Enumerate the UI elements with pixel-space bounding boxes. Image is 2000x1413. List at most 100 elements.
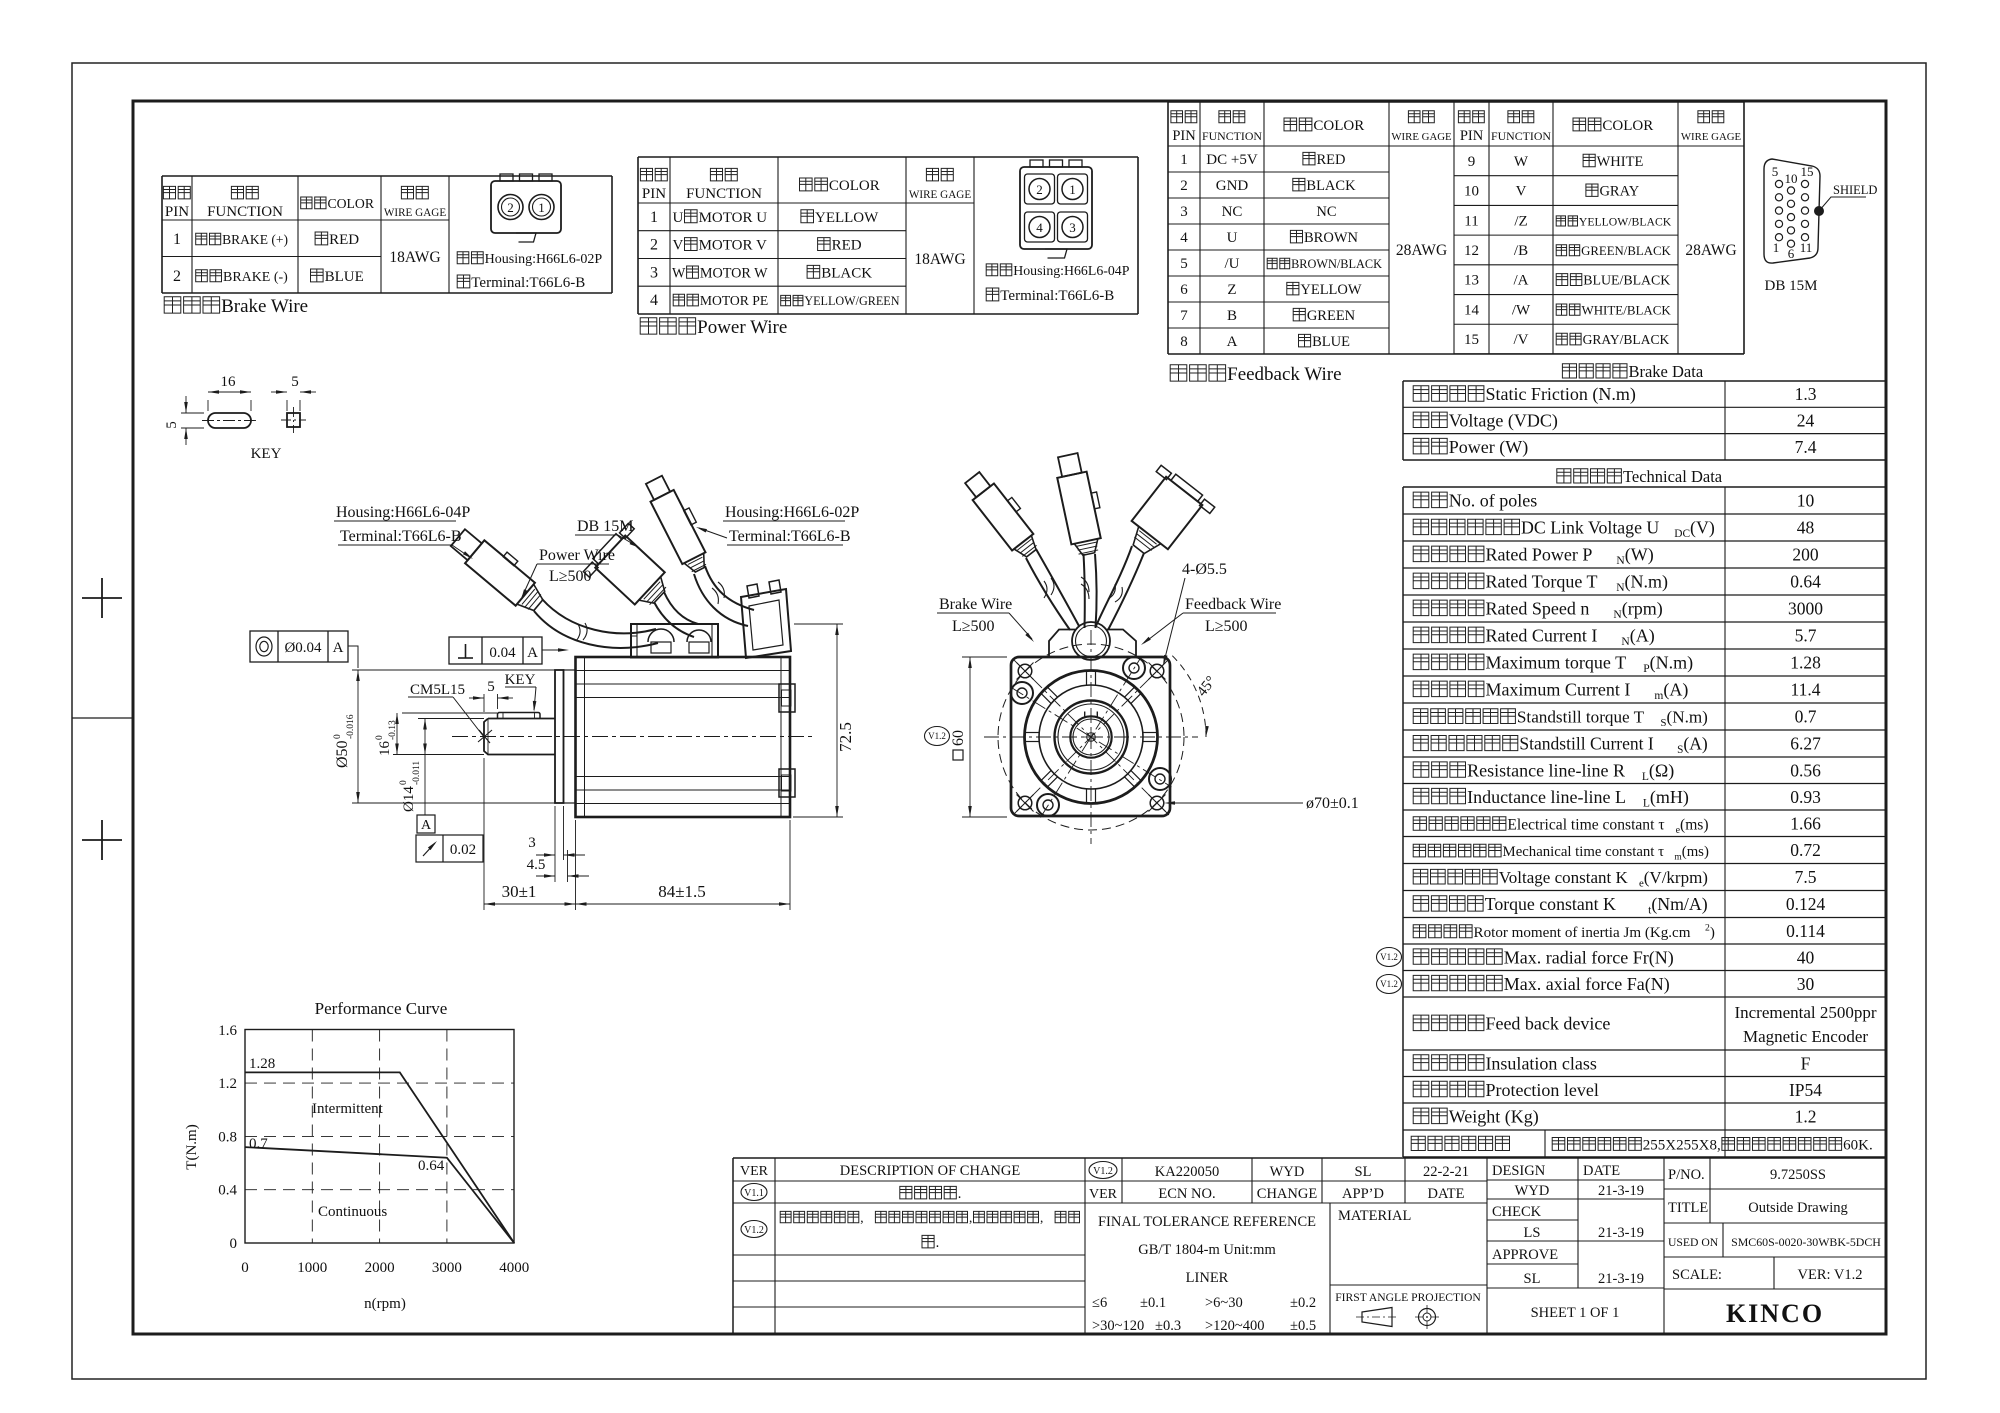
svg-text:±0.5: ±0.5 xyxy=(1290,1318,1316,1334)
svg-text:Terminal:T66L6-B: Terminal:T66L6-B xyxy=(471,275,585,291)
svg-text:e: e xyxy=(1639,878,1644,890)
svg-text:.: . xyxy=(936,1235,940,1251)
svg-text:1000: 1000 xyxy=(297,1260,327,1276)
svg-text:13: 13 xyxy=(1464,273,1479,289)
svg-text:Continuous: Continuous xyxy=(318,1204,387,1220)
svg-text:KEY: KEY xyxy=(251,446,282,462)
svg-text:(mH): (mH) xyxy=(1650,787,1689,808)
svg-text:N: N xyxy=(1616,582,1625,594)
svg-text:Max. axial force Fa(N): Max. axial force Fa(N) xyxy=(1504,974,1670,995)
svg-text:4: 4 xyxy=(650,292,658,309)
svg-text:0.124: 0.124 xyxy=(1786,894,1826,914)
svg-text:1.2: 1.2 xyxy=(218,1076,237,1092)
svg-text:18AWG: 18AWG xyxy=(914,251,965,268)
svg-text:Weight (Kg): Weight (Kg) xyxy=(1449,1107,1539,1128)
svg-text:3: 3 xyxy=(528,835,536,851)
svg-text:RED: RED xyxy=(1316,152,1345,168)
svg-text:N: N xyxy=(1616,555,1625,567)
svg-text:Static Friction (N.m): Static Friction (N.m) xyxy=(1485,384,1635,405)
svg-text:VER: V1.2: VER: V1.2 xyxy=(1798,1267,1863,1283)
svg-text:0.04: 0.04 xyxy=(489,645,516,661)
svg-text:21-3-19: 21-3-19 xyxy=(1598,1271,1644,1287)
svg-text:Housing:H66L6-04P: Housing:H66L6-04P xyxy=(336,504,470,521)
svg-text:±0.3: ±0.3 xyxy=(1155,1318,1181,1334)
svg-text:/B: /B xyxy=(1514,243,1528,259)
svg-text:2: 2 xyxy=(173,268,181,285)
svg-text:-0.016: -0.016 xyxy=(346,714,356,739)
svg-text:Terminal:T66L6-B: Terminal:T66L6-B xyxy=(340,528,462,545)
svg-text:0.02: 0.02 xyxy=(450,842,476,858)
svg-text:BLUE/BLACK: BLUE/BLACK xyxy=(1583,274,1670,289)
svg-text:Housing:H66L6-04P: Housing:H66L6-04P xyxy=(1013,263,1129,278)
svg-text:5: 5 xyxy=(487,679,495,695)
svg-text:(A): (A) xyxy=(1630,626,1655,647)
svg-text:Maximum torque T: Maximum torque T xyxy=(1485,653,1626,673)
svg-text:5: 5 xyxy=(164,421,180,429)
svg-text:Rated Current I: Rated Current I xyxy=(1485,626,1597,646)
svg-text:Standstill Current I: Standstill Current I xyxy=(1519,734,1654,754)
svg-text:m: m xyxy=(1654,690,1663,702)
svg-text:16: 16 xyxy=(377,741,393,757)
svg-text:0: 0 xyxy=(375,735,385,740)
svg-text:5: 5 xyxy=(291,374,299,390)
svg-text:DATE: DATE xyxy=(1583,1163,1620,1179)
svg-text:SMC60S-0020-30WBK-5DCH: SMC60S-0020-30WBK-5DCH xyxy=(1731,1235,1881,1249)
svg-text:DESIGN: DESIGN xyxy=(1492,1163,1546,1179)
svg-text:U: U xyxy=(1227,230,1238,246)
svg-text:5: 5 xyxy=(1772,164,1779,179)
svg-text:N: N xyxy=(1621,636,1630,648)
svg-text:KEY: KEY xyxy=(505,672,536,688)
svg-text:10: 10 xyxy=(1797,491,1815,511)
svg-text:MOTOR U: MOTOR U xyxy=(699,210,768,226)
svg-text:1.28: 1.28 xyxy=(249,1056,275,1072)
svg-text:Voltage (VDC): Voltage (VDC) xyxy=(1449,410,1558,431)
svg-text:Ø0.04: Ø0.04 xyxy=(284,640,322,656)
svg-text:V: V xyxy=(1516,184,1527,200)
svg-text:ECN NO.: ECN NO. xyxy=(1158,1186,1215,1202)
svg-text:BLUE: BLUE xyxy=(325,269,364,285)
svg-text:15: 15 xyxy=(1464,332,1479,348)
svg-text:GREEN/BLACK: GREEN/BLACK xyxy=(1581,244,1671,258)
svg-text:60: 60 xyxy=(950,730,967,746)
svg-text:Voltage constant K: Voltage constant K xyxy=(1499,868,1629,887)
svg-text:A: A xyxy=(1227,334,1238,350)
svg-text:(rpm): (rpm) xyxy=(1622,599,1663,620)
svg-text:1.6: 1.6 xyxy=(218,1023,237,1039)
svg-text:>30~120: >30~120 xyxy=(1092,1318,1144,1334)
svg-text:NC: NC xyxy=(1316,204,1336,220)
svg-text:21-3-19: 21-3-19 xyxy=(1598,1225,1644,1241)
svg-text:RED: RED xyxy=(832,238,862,254)
svg-text:3000: 3000 xyxy=(432,1260,462,1276)
svg-text:6.27: 6.27 xyxy=(1790,734,1821,754)
svg-text:Magnetic Encoder: Magnetic Encoder xyxy=(1743,1027,1868,1046)
svg-text:SL: SL xyxy=(1524,1271,1541,1287)
svg-text:Torque constant K: Torque constant K xyxy=(1485,894,1616,914)
svg-text:Power Wire: Power Wire xyxy=(539,547,615,564)
svg-text:Power (W): Power (W) xyxy=(1449,437,1528,458)
svg-text:A: A xyxy=(421,818,432,833)
svg-text:14: 14 xyxy=(1464,302,1480,318)
svg-text:PIN: PIN xyxy=(642,186,666,202)
svg-text:2: 2 xyxy=(1036,182,1043,197)
svg-text:40: 40 xyxy=(1797,947,1815,967)
svg-text:Performance Curve: Performance Curve xyxy=(315,999,448,1018)
svg-text:1.3: 1.3 xyxy=(1795,384,1817,404)
svg-text:,: , xyxy=(860,1210,863,1225)
svg-text:2: 2 xyxy=(1705,922,1710,933)
svg-text:(A): (A) xyxy=(1663,680,1688,701)
svg-text:FINAL TOLERANCE REFERENCE: FINAL TOLERANCE REFERENCE xyxy=(1098,1214,1316,1230)
svg-text:BLUE: BLUE xyxy=(1312,334,1350,350)
svg-text:V1.2: V1.2 xyxy=(1380,952,1398,962)
svg-text:9: 9 xyxy=(1468,154,1476,170)
svg-text:7.4: 7.4 xyxy=(1795,437,1817,457)
svg-text:MATERIAL: MATERIAL xyxy=(1338,1208,1411,1224)
svg-text:7: 7 xyxy=(1180,308,1188,324)
svg-text:Rated Speed n: Rated Speed n xyxy=(1485,599,1589,619)
svg-text:MOTOR W: MOTOR W xyxy=(700,265,768,281)
svg-text:VER: VER xyxy=(1089,1187,1118,1202)
svg-text:FUNCTION: FUNCTION xyxy=(207,204,283,220)
svg-text:DB 15M: DB 15M xyxy=(1765,278,1818,294)
svg-text:L≥500: L≥500 xyxy=(549,568,592,585)
svg-text:DC Link Voltage U: DC Link Voltage U xyxy=(1521,518,1659,538)
svg-text:A: A xyxy=(333,640,344,656)
